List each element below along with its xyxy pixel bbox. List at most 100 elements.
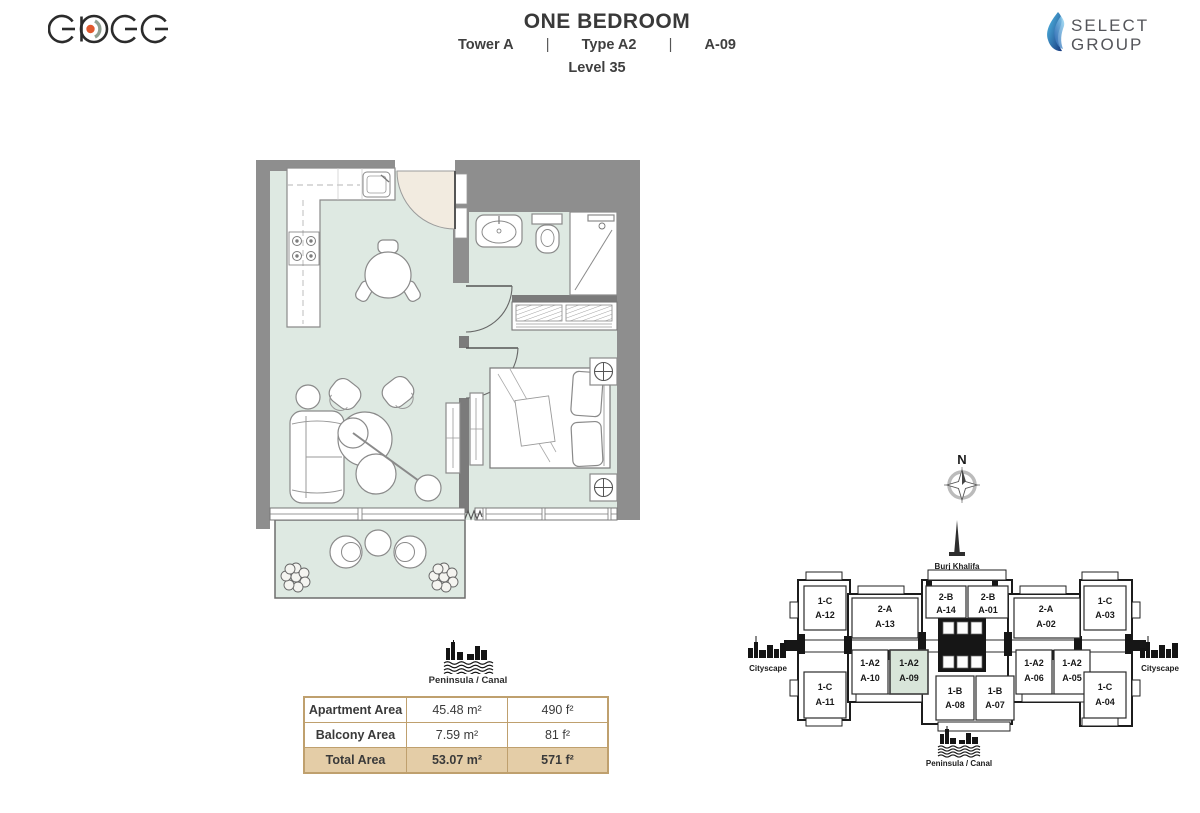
unit-floorplan [256, 160, 640, 599]
unit-number-label: A-09 [704, 37, 736, 53]
unit-cell-a14 [925, 585, 967, 619]
plant [280, 562, 311, 593]
tower-label: Tower A [458, 37, 514, 53]
floor-lamp [352, 432, 442, 502]
wardrobe [511, 301, 618, 331]
nightstand-lamp [589, 357, 618, 386]
unit-number: A-07 [985, 700, 1005, 710]
cityscape-marker-left: Cityscape [748, 636, 787, 673]
stove [288, 231, 320, 266]
compass: N [944, 452, 980, 503]
unit-number: A-01 [978, 605, 998, 615]
table-row: Apartment Area 45.48 m² 490 f² [305, 698, 607, 722]
unit-cell-a02 [1013, 597, 1081, 639]
keyplan-units [803, 585, 1127, 721]
select-group-logo: SELECT GROUP [1047, 12, 1147, 54]
plan-water-marker: Peninsula / Canal [408, 640, 528, 686]
unit-type: 1-C [1098, 682, 1113, 692]
unit-number: A-13 [875, 619, 895, 629]
unit-number: A-06 [1024, 673, 1044, 683]
kitchen-counter [286, 167, 396, 328]
unit-type-label: Type A2 [581, 37, 637, 53]
dining-table [355, 239, 421, 302]
table-row-total: Total Area 53.07 m² 571 f² [305, 747, 607, 772]
keyplan-water-label: Peninsula / Canal [926, 759, 992, 768]
area-metric: 53.07 m² [406, 748, 507, 772]
area-imperial: 81 f² [507, 723, 607, 747]
living-room [289, 375, 461, 504]
select-flame-icon [1047, 12, 1065, 52]
keyplan: N Burj Khalifa [748, 452, 1179, 768]
area-label: Apartment Area [308, 703, 403, 717]
cityscape-label: Cityscape [749, 664, 787, 673]
unit-type: 1-A2 [1062, 658, 1082, 668]
area-metric: 7.59 m² [406, 723, 507, 747]
unit-type: 1-A2 [1024, 658, 1044, 668]
unit-type: 2-A [1039, 604, 1054, 614]
unit-cell-a09-highlighted [889, 649, 929, 695]
unit-type: 1-A2 [860, 658, 880, 668]
keyplan-water-marker: Peninsula / Canal [926, 726, 992, 768]
area-label: Balcony Area [315, 728, 396, 742]
unit-cell-a03 [1083, 585, 1127, 631]
keyplan-unit-labels: 1-C A-12 2-A A-13 2-B A-14 2-B A-01 2-A … [815, 592, 1115, 710]
entry-door [396, 170, 456, 230]
unit-number: A-10 [860, 673, 880, 683]
cityscape-icon [748, 636, 786, 658]
coffee-table [355, 453, 397, 495]
toilet [531, 213, 563, 254]
elevator-core [938, 618, 986, 672]
unit-number-highlighted: A-09 [899, 673, 919, 683]
area-imperial: 490 f² [507, 698, 607, 722]
level-label: Level 35 [568, 60, 626, 76]
wall-shaft-panels [454, 173, 468, 239]
unit-number: A-02 [1036, 619, 1056, 629]
unit-number: A-03 [1095, 610, 1115, 620]
unit-type-highlighted: 1-A2 [899, 658, 919, 668]
nightstand-lamp [589, 473, 618, 502]
balcony-chair [329, 535, 363, 569]
unit-type: 1-C [818, 682, 833, 692]
bedroom [469, 357, 618, 502]
unit-cell-a11 [803, 671, 847, 719]
cityscape-icon [1140, 636, 1178, 658]
unit-cell-a08 [935, 675, 975, 721]
armchair [328, 377, 362, 411]
bathroom-door [465, 285, 513, 333]
balcony-chair [393, 535, 427, 569]
unit-type: 2-A [878, 604, 893, 614]
plant [428, 562, 459, 593]
unit-type: 1-C [818, 596, 833, 606]
unit-subtitle: Tower A | Type A2 | A-09 [458, 37, 736, 53]
bathroom [465, 211, 618, 333]
edge-orange-dot [86, 24, 95, 34]
area-table: Apartment Area 45.48 m² 490 f² Balcony A… [303, 696, 609, 774]
unit-number: A-04 [1095, 697, 1115, 707]
table-row: Balcony Area 7.59 m² 81 f² [305, 722, 607, 747]
unit-type: 1-B [988, 686, 1003, 696]
balcony-table [364, 529, 392, 557]
unit-cell-a01 [967, 585, 1009, 619]
unit-number: A-05 [1062, 673, 1082, 683]
side-table [295, 384, 321, 410]
unit-type: 2-B [981, 592, 996, 602]
kitchen-sink [362, 171, 391, 198]
burj-khalifa-label: Burj Khalifa [935, 562, 980, 571]
bedroom-tv-console [469, 392, 484, 466]
windows [269, 507, 618, 521]
unit-type: 1-C [1098, 596, 1113, 606]
unit-cell-a07 [975, 675, 1015, 721]
burj-khalifa-marker: Burj Khalifa [935, 520, 980, 571]
unit-cell-a06 [1015, 649, 1053, 695]
plan-water-label: Peninsula / Canal [428, 675, 508, 686]
unit-number: A-08 [945, 700, 965, 710]
unit-cell-a13 [851, 597, 919, 639]
balcony [280, 529, 459, 593]
walls [256, 160, 640, 529]
peninsula-canal-icon [937, 726, 981, 758]
edge-logo [48, 14, 168, 44]
page-title: ONE BEDROOM [523, 10, 691, 33]
unit-number: A-11 [815, 697, 834, 707]
edge-sage-arc [94, 19, 102, 39]
sofa [289, 410, 345, 504]
